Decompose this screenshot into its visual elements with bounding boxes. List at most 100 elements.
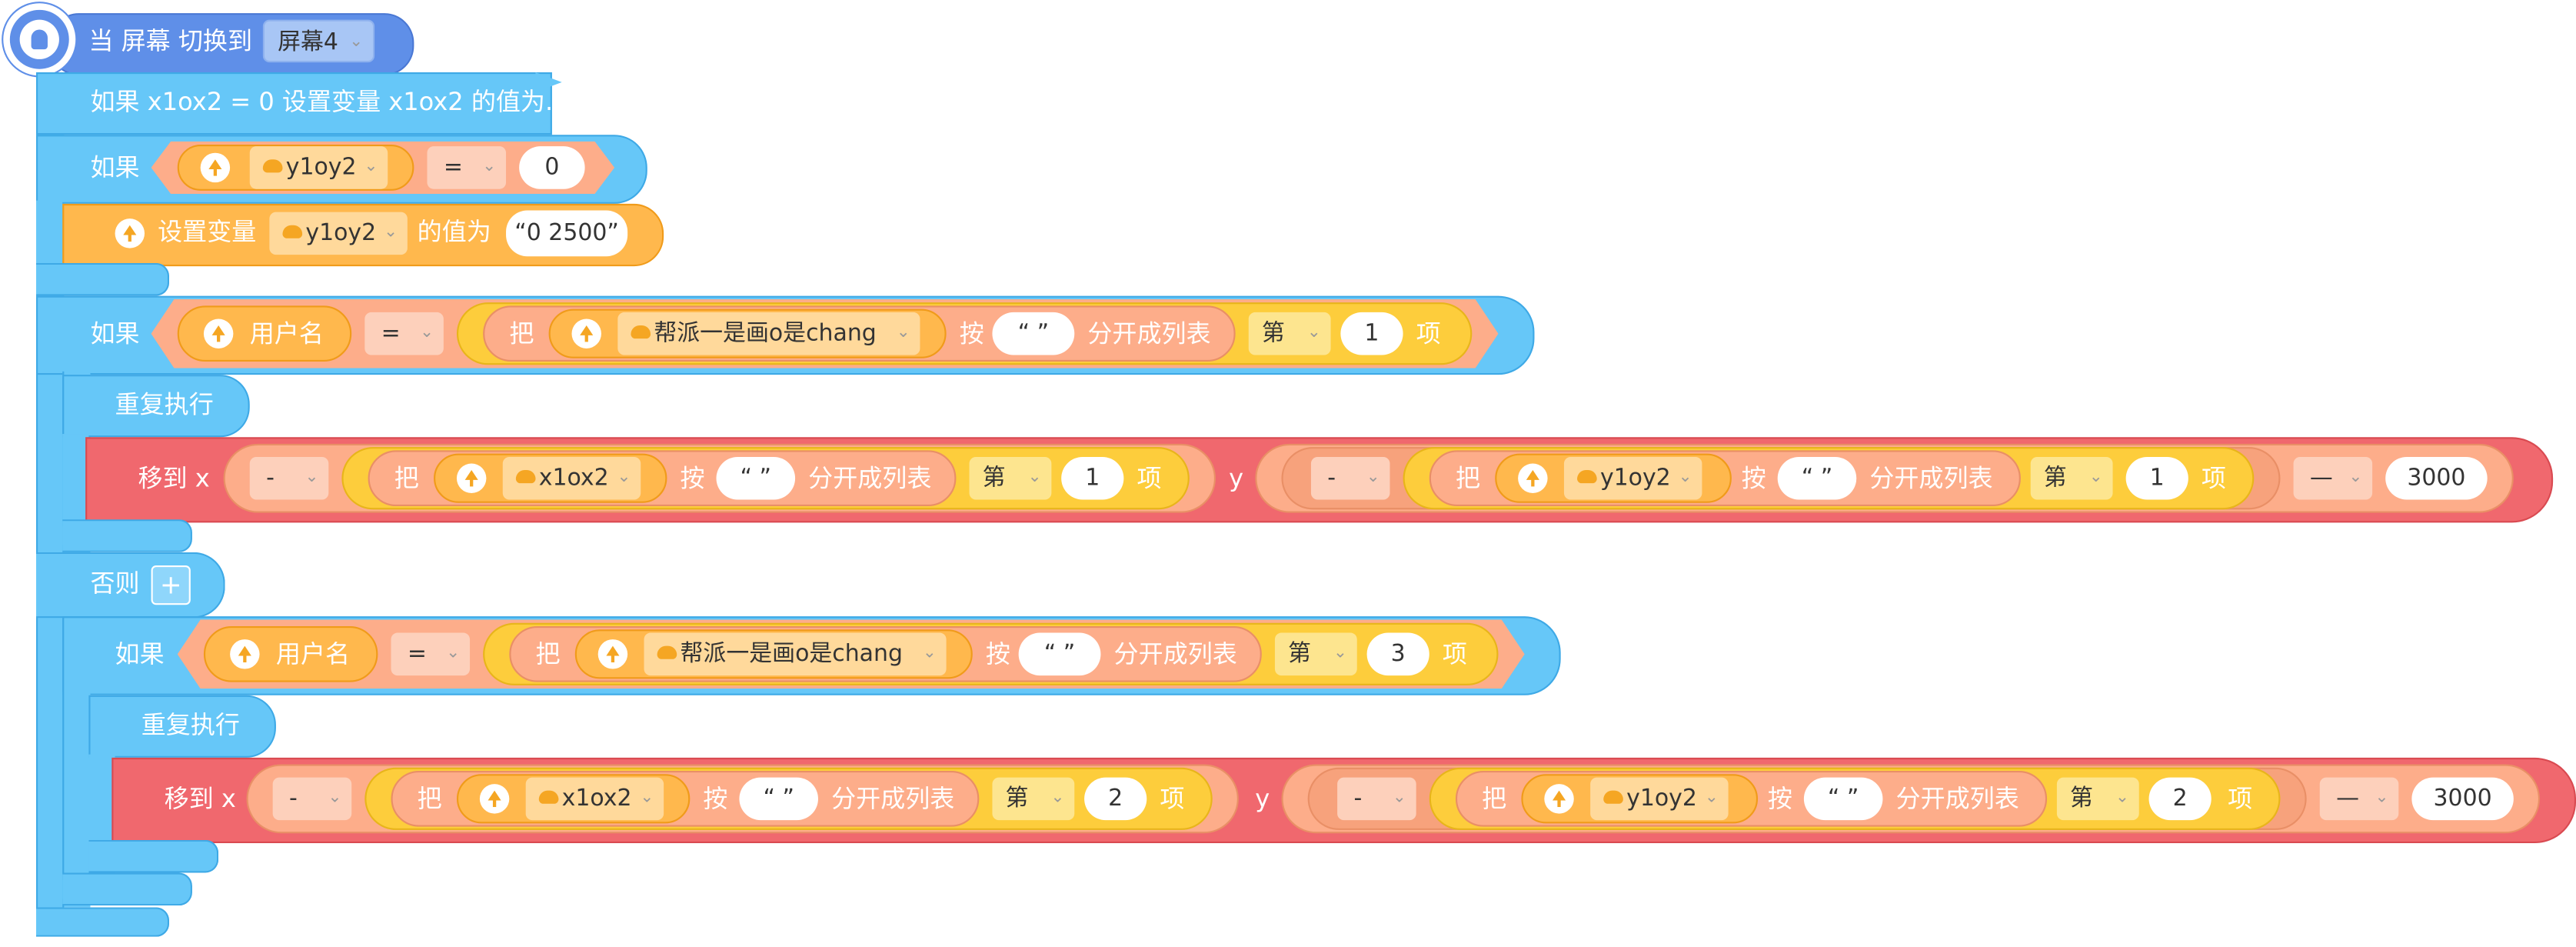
number-input-3000[interactable]: 3000 xyxy=(2411,777,2514,821)
cloud-upload-icon xyxy=(571,318,601,348)
var-dropdown-x1ox2[interactable]: x1ox2⌄ xyxy=(502,456,641,500)
minus-operator-dropdown[interactable]: —⌄ xyxy=(2293,456,2373,500)
split-label: 分开成列表 xyxy=(1869,463,1993,493)
cloud-icon xyxy=(657,645,677,659)
chevron-down-icon: ⌄ xyxy=(2348,468,2363,487)
var-dropdown-y1oy2[interactable]: y1oy2⌄ xyxy=(1590,777,1729,821)
item-label: 项 xyxy=(1442,639,1467,669)
var-dropdown-bangpai[interactable]: 帮派一是画o是chang⌄ xyxy=(617,312,920,355)
negate-dropdown-y[interactable]: -⌄ xyxy=(1337,777,1416,821)
nth-dropdown[interactable]: 第⌄ xyxy=(969,456,1052,500)
separator-value: “ ” xyxy=(1827,785,1859,812)
by-label: 按 xyxy=(680,463,705,493)
else-block[interactable] xyxy=(36,552,225,619)
var-name: y1oy2 xyxy=(285,154,357,182)
screen-dropdown[interactable]: 屏幕4 ⌄ xyxy=(262,19,375,63)
repeat-forever-block-2[interactable] xyxy=(88,695,276,758)
operator-dropdown[interactable]: =⌄ xyxy=(364,312,444,355)
repeat-label: 重复执行 xyxy=(115,389,214,419)
chevron-down-icon: ⌄ xyxy=(617,468,631,487)
operator-value: = xyxy=(407,641,427,668)
item-label: 项 xyxy=(1160,784,1185,814)
separator-input[interactable]: “ ” xyxy=(739,777,818,821)
var-dropdown-bangpai[interactable]: 帮派一是画o是chang⌄ xyxy=(644,632,947,676)
repeat-label: 重复执行 xyxy=(141,709,240,740)
index-input[interactable]: 1 xyxy=(2125,456,2188,500)
var-dropdown-y1oy2[interactable]: y1oy2⌄ xyxy=(269,212,408,255)
chevron-down-icon: ⌄ xyxy=(1027,468,1042,487)
chevron-down-icon: ⌄ xyxy=(1050,789,1065,808)
negate-dropdown-x[interactable]: -⌄ xyxy=(249,456,329,500)
number-input[interactable]: 0 xyxy=(519,146,585,189)
separator-input[interactable]: “ ” xyxy=(992,312,1075,355)
operator-dropdown[interactable]: =⌄ xyxy=(391,632,471,676)
repeat-forever-block-1[interactable] xyxy=(62,375,250,438)
string-input[interactable]: “0 2500” xyxy=(506,210,628,257)
screen-dropdown-value: 屏幕4 xyxy=(278,29,338,56)
chevron-down-icon: ⌄ xyxy=(1678,468,1692,487)
chevron-down-icon: ⌄ xyxy=(1392,789,1406,808)
nth-dropdown[interactable]: 第⌄ xyxy=(1248,312,1331,355)
by-label: 按 xyxy=(703,784,728,814)
nth-dropdown[interactable]: 第⌄ xyxy=(992,777,1075,821)
number-input-3000[interactable]: 3000 xyxy=(2385,456,2488,500)
chevron-down-icon: ⌄ xyxy=(2375,789,2389,808)
index-input[interactable]: 1 xyxy=(1340,312,1403,355)
chevron-down-icon: ⌄ xyxy=(349,32,364,52)
separator-value: “ ” xyxy=(763,785,794,812)
item-label: 项 xyxy=(1137,463,1162,493)
cloud-icon xyxy=(262,159,283,173)
cloud-upload-icon xyxy=(456,463,487,493)
nth-value: 第 xyxy=(982,465,1006,492)
item-label: 项 xyxy=(2228,784,2253,814)
if-keyword: 如果 xyxy=(90,152,140,183)
cloud-icon xyxy=(282,225,303,238)
y-label: y xyxy=(1255,784,1270,814)
var-dropdown-x1ox2[interactable]: x1ox2⌄ xyxy=(525,777,664,821)
separator-value: “ ” xyxy=(1017,320,1050,347)
var-dropdown-y1oy2[interactable]: y1oy2⌄ xyxy=(249,146,388,189)
split-keyword: 把 xyxy=(1482,784,1507,814)
string-value: “0 2500” xyxy=(514,220,619,247)
separator-input[interactable]: “ ” xyxy=(1018,632,1101,676)
number-value: 3000 xyxy=(2407,465,2466,492)
chevron-down-icon: ⌄ xyxy=(922,644,937,663)
negate-dropdown-y[interactable]: -⌄ xyxy=(1310,456,1390,500)
minus-operator-dropdown[interactable]: —⌄ xyxy=(2319,777,2399,821)
separator-input[interactable]: “ ” xyxy=(716,456,796,500)
add-branch-button[interactable]: + xyxy=(151,565,191,605)
nth-dropdown[interactable]: 第⌄ xyxy=(1274,632,1357,676)
split-label: 分开成列表 xyxy=(831,784,955,814)
var-dropdown-y1oy2[interactable]: y1oy2⌄ xyxy=(1563,456,1702,500)
chevron-down-icon: ⌄ xyxy=(1704,789,1719,808)
index-input[interactable]: 2 xyxy=(2148,777,2212,821)
operator-dropdown[interactable]: =⌄ xyxy=(427,146,507,189)
cloud-upload-icon xyxy=(1518,463,1548,493)
separator-input[interactable]: “ ” xyxy=(1803,777,1883,821)
cloud-icon xyxy=(1577,470,1597,484)
cloud-upload-icon xyxy=(203,318,234,348)
index-value: 1 xyxy=(1085,465,1100,492)
nth-value: 第 xyxy=(1288,641,1311,668)
operator-value: = xyxy=(381,320,401,347)
var-name: y1oy2 xyxy=(305,220,377,247)
index-value: 1 xyxy=(2149,465,2165,492)
index-input[interactable]: 1 xyxy=(1061,456,1124,500)
nth-dropdown[interactable]: 第⌄ xyxy=(2056,777,2139,821)
nth-value: 第 xyxy=(2043,465,2067,492)
index-input[interactable]: 3 xyxy=(1366,632,1429,676)
index-value: 1 xyxy=(1364,320,1380,347)
separator-value: “ ” xyxy=(1801,465,1833,492)
separator-input[interactable]: “ ” xyxy=(1777,456,1857,500)
value-of-label: 的值为 xyxy=(417,217,491,247)
collapsed-if-block[interactable] xyxy=(36,72,552,135)
chevron-down-icon: ⌄ xyxy=(1333,644,1347,663)
negate-value: - xyxy=(266,465,275,492)
nth-dropdown[interactable]: 第⌄ xyxy=(2030,456,2113,500)
chevron-down-icon: ⌄ xyxy=(2115,789,2129,808)
negate-dropdown-x[interactable]: -⌄ xyxy=(272,777,352,821)
index-input[interactable]: 2 xyxy=(1084,777,1147,821)
negate-value: - xyxy=(289,785,298,812)
split-keyword: 把 xyxy=(535,639,561,669)
number-value: 0 xyxy=(544,154,560,182)
